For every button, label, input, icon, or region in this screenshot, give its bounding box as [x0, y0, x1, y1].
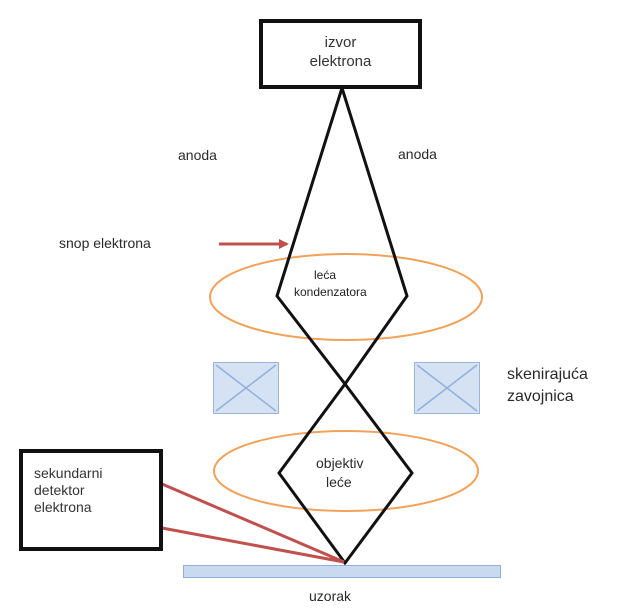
anode-right-label: anoda: [398, 146, 437, 162]
beam-path-left-upper: [275, 87, 347, 385]
secondary-detector-box: sekundarni detektor elektrona: [19, 449, 163, 551]
scan-coil-label-line1: skenirajuća: [507, 366, 588, 383]
electron-source-box: izvor elektrona: [259, 19, 422, 89]
sample-label: uzorak: [309, 588, 352, 604]
anode-left-label: anoda: [178, 147, 217, 163]
scan-coil-left-cross: [215, 364, 277, 412]
condenser-lens-ellipse: [209, 253, 483, 341]
scan-coil-right: [414, 362, 480, 414]
sample-stage: [183, 565, 501, 578]
scan-coil-left: [213, 362, 279, 414]
electron-source-label-line2: elektrona: [309, 53, 372, 70]
objective-lens-label-line1: objektiv: [316, 455, 364, 471]
objective-lens-ellipse: [213, 430, 479, 512]
scan-coil-right-cross: [416, 364, 478, 412]
detector-label-line3: elektrona: [34, 499, 92, 515]
condenser-lens-label-line2: kondenzatora: [294, 285, 367, 299]
beam-path-lower-diamond: [277, 381, 414, 566]
objective-lens-label-line2: leće: [326, 474, 352, 490]
detector-label-line2: detektor: [34, 482, 85, 498]
condenser-lens-label-line1: leća: [314, 268, 337, 282]
beam-path-right-upper: [340, 87, 409, 385]
detector-label-line1: sekundarni: [34, 465, 103, 481]
detector-line-lower: [161, 526, 345, 564]
detector-line-upper: [161, 482, 345, 564]
electron-beam-label: snop elektrona: [59, 235, 151, 251]
electron-source-label-line1: izvor: [324, 34, 357, 51]
scan-coil-label-line2: zavojnica: [507, 388, 574, 405]
